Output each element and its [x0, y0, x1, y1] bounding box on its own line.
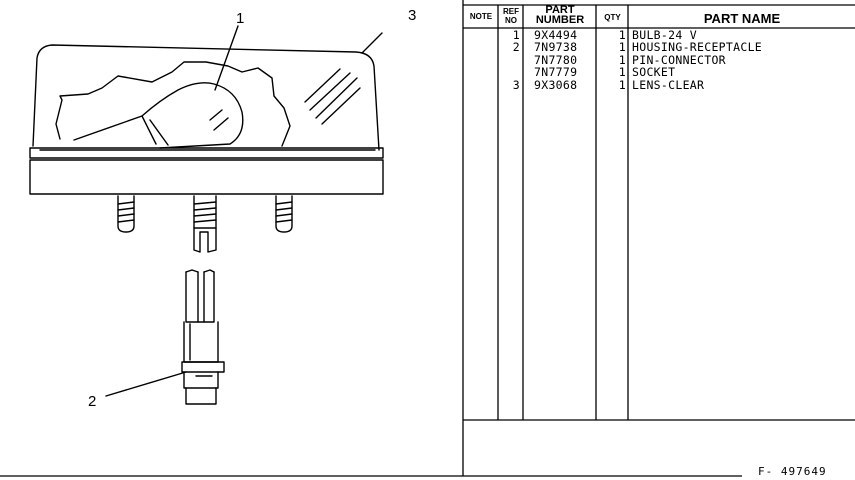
row-1-ref: 1 [512, 28, 520, 42]
row-4-part-name: SOCKET [632, 65, 676, 79]
row-1-qty: 1 [618, 28, 626, 42]
row-3-part-number: 7N7780 [534, 53, 578, 67]
housing-receptacle-drawing [29, 61, 384, 195]
row-1-part-name: BULB-24 V [632, 28, 698, 42]
header-qty: QTY [604, 13, 621, 22]
callout-1: 1 [236, 10, 245, 27]
row-4-qty: 1 [618, 65, 626, 79]
header-ref-line1: REF [503, 7, 519, 16]
row-2-ref: 2 [512, 40, 520, 54]
row-3-qty: 1 [618, 53, 626, 67]
callout-2: 2 [88, 393, 97, 410]
header-note: NOTE [469, 12, 493, 21]
row-2-part-name: HOUSING-RECEPTACLE [632, 40, 763, 54]
row-5-ref: 3 [512, 78, 520, 92]
row-4-part-number: 7N7779 [534, 65, 578, 79]
row-5-part-name: LENS-CLEAR [632, 78, 705, 92]
lens-clear-drawing [32, 32, 383, 151]
row-1-part-number: 9X4494 [534, 28, 578, 42]
row-2-qty: 1 [618, 40, 626, 54]
exploded-parts-illustration [29, 25, 384, 405]
header-part-line2: NUMBER [535, 14, 585, 26]
pin-connector-drawing [117, 195, 293, 253]
row-2-part-number: 7N9738 [534, 40, 578, 54]
row-3-part-name: PIN-CONNECTOR [632, 53, 726, 67]
leader-line-2 [105, 371, 187, 397]
bulb-drawing [73, 82, 244, 149]
row-5-qty: 1 [618, 78, 626, 92]
row-5-part-number: 9X3068 [534, 78, 578, 92]
callout-3: 3 [408, 7, 417, 24]
header-ref-line2: NO [505, 16, 517, 25]
header-part-line1: PART [545, 4, 575, 16]
footer-drawing-code: F- 497649 [758, 465, 827, 478]
leader-line-1 [214, 25, 239, 91]
header-part-name: PART NAME [703, 11, 781, 26]
socket-drawing [181, 269, 225, 405]
